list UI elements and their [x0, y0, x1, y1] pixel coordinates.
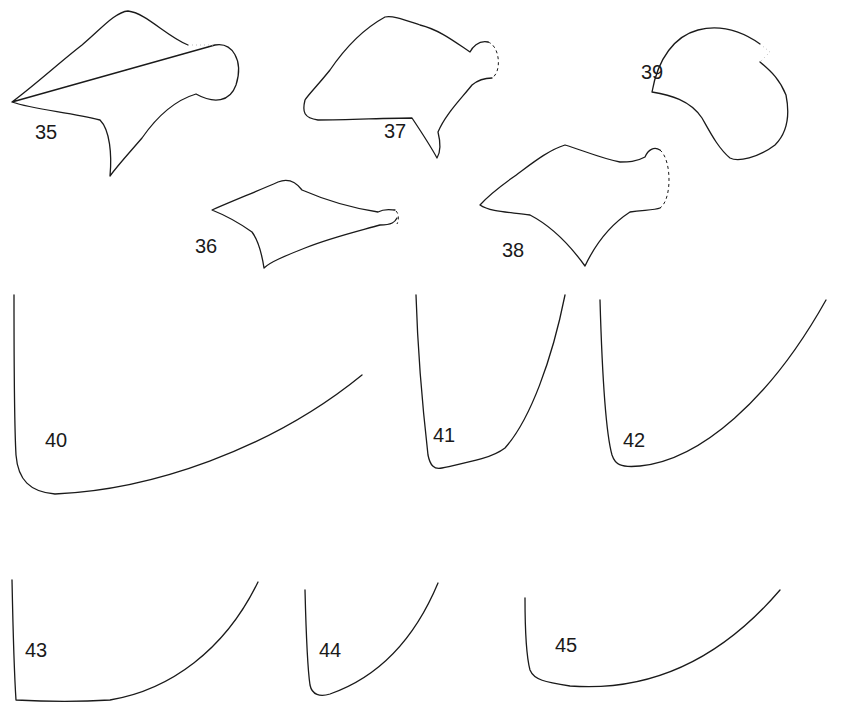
figure-number: 45	[555, 635, 577, 655]
specimen-outline	[212, 180, 397, 268]
specimen-outline	[305, 583, 438, 695]
figure-number: 37	[384, 121, 406, 141]
figure-number: 44	[319, 640, 341, 660]
figure-number: 38	[502, 240, 524, 260]
specimen-outline	[600, 300, 826, 467]
figure-number: 41	[433, 425, 455, 445]
specimen-outline	[480, 145, 660, 266]
specimen-outline	[396, 211, 398, 224]
figure-number: 36	[195, 236, 217, 256]
figure-number: 35	[35, 122, 57, 142]
specimen-outline	[304, 17, 492, 158]
specimen-outline	[660, 150, 669, 208]
figure-number: 40	[45, 430, 67, 450]
figure-number: 42	[623, 430, 645, 450]
specimen-outline	[652, 28, 788, 159]
specimen-outline	[416, 295, 565, 468]
specimen-outline	[488, 42, 498, 78]
figure-number: 43	[25, 640, 47, 660]
specimen-outline	[12, 11, 239, 176]
figure-number: 39	[641, 62, 663, 82]
specimen-outline	[525, 590, 780, 687]
specimen-outline	[760, 44, 770, 62]
specimen-outline	[14, 295, 362, 494]
specimen-outline	[188, 45, 215, 46]
specimen-outline	[12, 580, 258, 702]
